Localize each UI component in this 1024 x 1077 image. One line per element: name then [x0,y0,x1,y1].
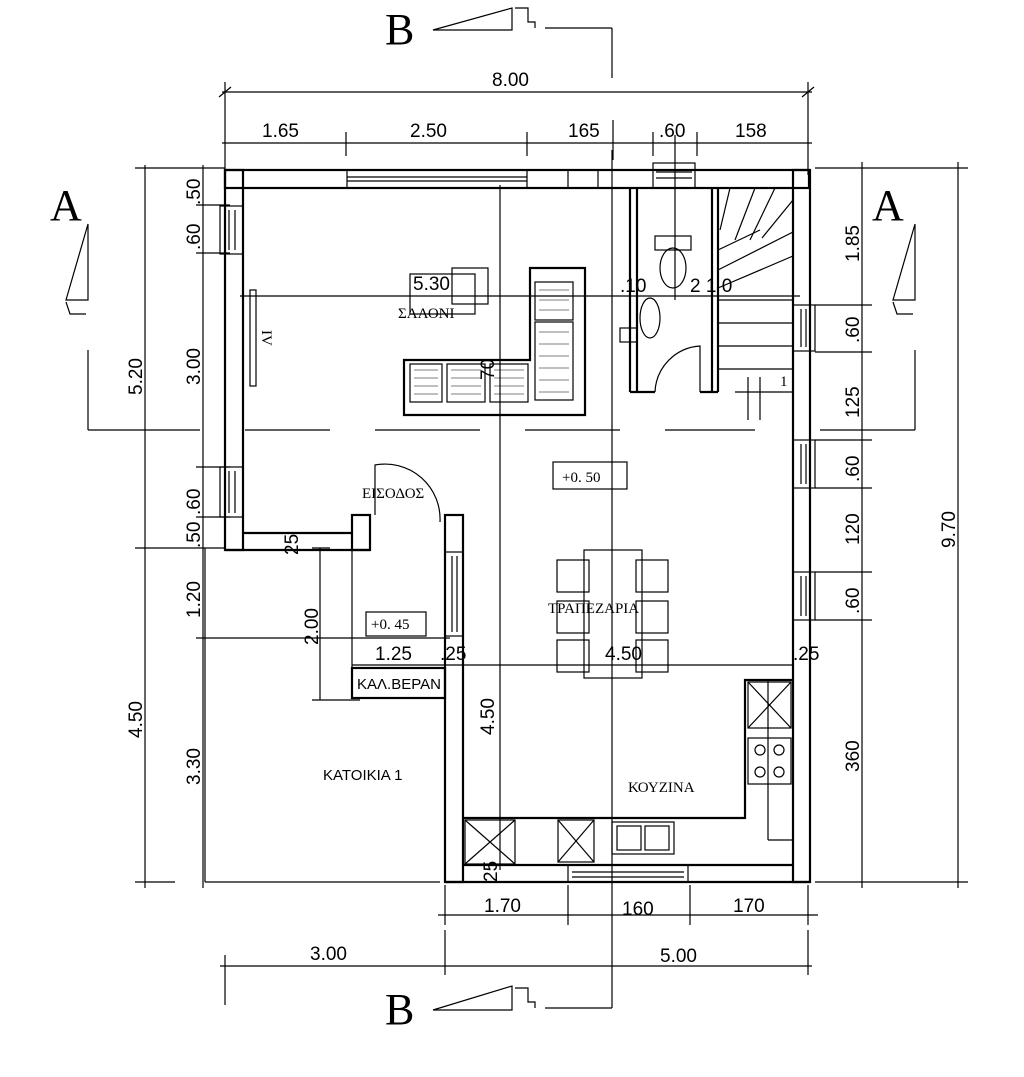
kitchen-counter [463,678,793,865]
window-right-2 [792,439,816,489]
level-veranda: +0. 45 [371,617,409,633]
window-wc [652,162,696,189]
section-arrow-b-top-tail [515,7,536,28]
dim-top-4: .60 [659,121,685,142]
section-arrow-a-left [65,223,89,301]
dim-inner-10: .10 [620,276,646,297]
section-marker-a-left: A [50,181,82,230]
dim-inner-450h: 4.50 [605,644,642,665]
window-saloni [346,169,528,189]
dim-inner-530: 5.30 [413,274,450,295]
door-entrance [374,463,441,523]
door-wc [654,345,701,393]
dim-inner-70: 70 [478,359,499,380]
window-right-1 [792,304,816,352]
dim-bottom-left: 3.00 [310,944,347,965]
room-saloni: ΣΑΛΟΝΙ [398,306,454,322]
dim-right-c: 125 [843,386,864,418]
dim-inner-25d: 25 [481,861,502,882]
dim-top-3: 165 [568,121,600,142]
dining-table [556,549,669,679]
section-arrow-b-top [432,7,513,31]
toilet-icon [659,247,687,289]
section-arrow-a-left-tail [65,301,86,315]
dim-top-2: 2.50 [410,121,447,142]
dim-inner-25a: 25 [282,534,303,555]
section-arrow-a-right-tail [892,301,913,315]
cooktop-icon [747,737,792,785]
kitchen-sink [611,821,675,855]
wall-kitchen-left [443,513,465,884]
room-eisodos: ΕΙΣΟΔΟΣ [362,486,424,502]
toilet-tank [654,235,692,251]
dim-inner-200: 2.00 [302,608,323,645]
dim-bottom-2: 160 [622,899,654,920]
dim-right-b: .60 [843,317,864,343]
dim-left-a: .50 [184,179,205,205]
dim-bottom-3: 170 [733,896,765,917]
wall-right [791,168,812,884]
dim-left-e: .50 [184,522,205,548]
stair-number: 1 [780,374,788,390]
dim-right-a: 1.85 [843,225,864,262]
dim-right-g: 360 [843,740,864,772]
dim-right-d: .60 [843,456,864,482]
window-iv-label: IV [258,330,274,346]
dim-left-lower-total: 4.50 [126,701,147,738]
sofa [402,266,587,417]
dim-right-total: 9.70 [939,511,960,548]
room-veranda: ΚΑΛ.ΒΕΡΑΝ [357,676,441,693]
section-marker-a-right: A [872,181,904,230]
level-main: +0. 50 [562,470,600,486]
dim-inner-125: 1.25 [375,644,412,665]
dim-inner-25c: .25 [793,644,819,665]
level-tag-veranda [365,611,427,637]
dim-bottom-1: 1.70 [484,896,521,917]
dim-inner-210: 2 1 0 [690,276,732,297]
section-arrow-b-bottom-tail [515,987,536,1008]
room-trapezaria: ΤΡΑΠΕΖΑΡΙΑ [548,601,639,617]
dim-top-total: 8.00 [492,70,529,91]
section-arrow-a-right [892,223,916,301]
section-marker-b-bottom: B [385,985,414,1034]
dim-left-b: .60 [184,224,205,250]
room-kouzina: ΚΟΥΖΙΝΑ [628,780,695,796]
dim-right-f: .60 [843,588,864,614]
window-left-2 [219,466,244,518]
dim-right-e: 120 [843,513,864,545]
level-tag-main [552,461,628,490]
coffee-table [409,273,476,315]
dim-inner-25b: .25 [440,644,466,665]
dim-left-d: .60 [184,489,205,515]
dim-left-g: 3.30 [184,748,205,785]
dim-left-c: 3.00 [184,348,205,385]
wall-top [223,168,811,190]
tv-unit [249,289,257,387]
label-katoikia: ΚΑΤΟΙΚΙΑ 1 [323,767,402,784]
veranda [350,666,447,700]
section-arrow-b-bottom [432,985,513,1011]
sink-icon [639,297,661,339]
dim-inner-450v: 4.50 [478,698,499,735]
dim-left-upper-total: 5.20 [126,358,147,395]
wall-left [223,168,245,552]
window-left-1 [219,205,244,255]
window-veranda [444,551,464,637]
section-marker-b-top: B [385,5,414,54]
dim-bottom-right: 5.00 [660,946,697,967]
window-kitchen [567,864,689,883]
dim-top-1: 1.65 [262,121,299,142]
window-right-3 [792,571,816,621]
dim-left-f: 1.20 [184,581,205,618]
dim-top-5: 158 [735,121,767,142]
staircase [717,187,794,420]
